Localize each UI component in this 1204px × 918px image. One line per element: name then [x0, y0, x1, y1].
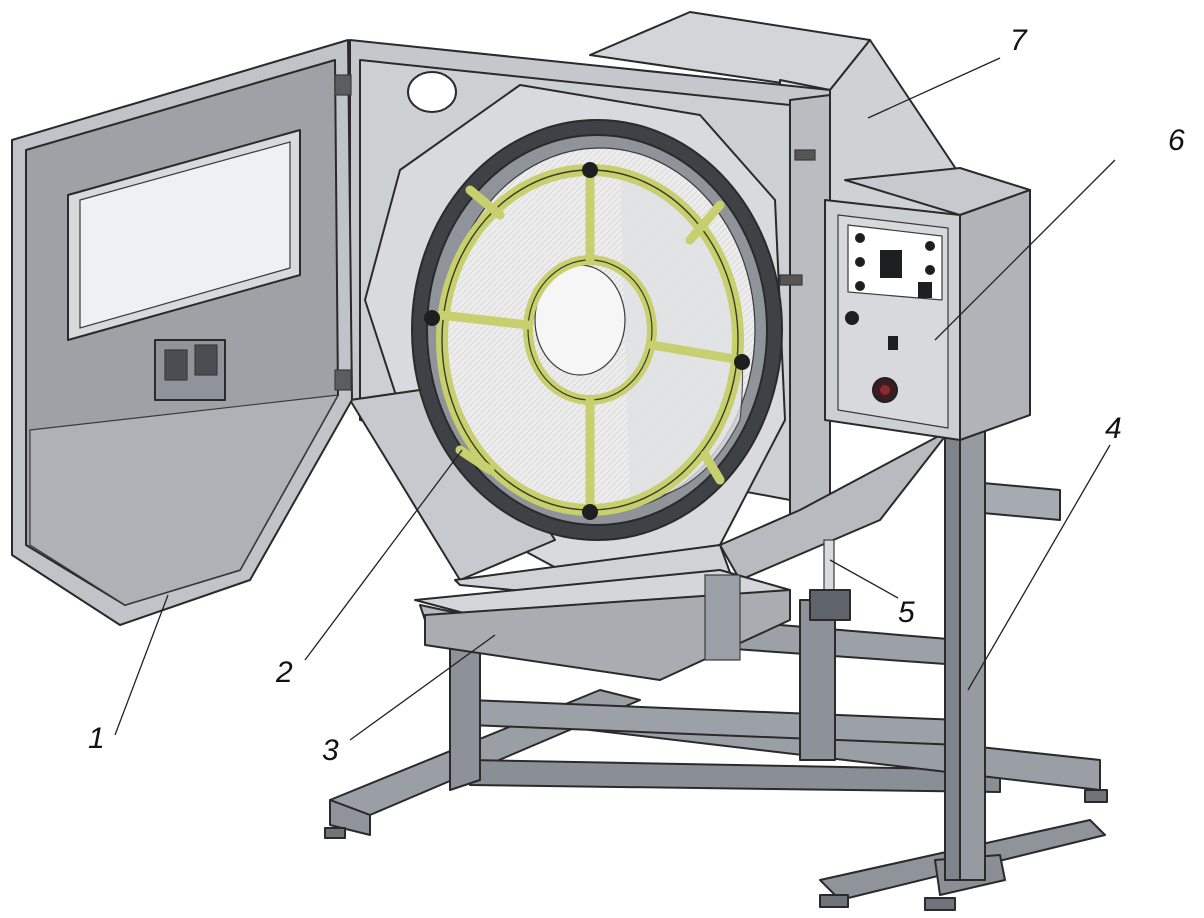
- callout-label-4: 4: [1105, 412, 1122, 445]
- door: [11, 39, 353, 626]
- tray: [414, 569, 791, 681]
- support-frame: [324, 429, 1108, 911]
- leader-4: [967, 444, 1111, 691]
- leader-1: [114, 594, 169, 736]
- control-box: [824, 167, 1031, 441]
- leader-lines: [114, 57, 1116, 741]
- leader-5: [829, 559, 899, 599]
- callout-label-7: 7: [1010, 24, 1028, 57]
- callout-label-2: 2: [275, 656, 293, 689]
- leader-3: [349, 634, 496, 741]
- callout-label-6: 6: [1168, 124, 1185, 157]
- callout-label-5: 5: [898, 596, 915, 629]
- drum: [411, 119, 783, 541]
- callout-label-3: 3: [322, 734, 339, 767]
- strut: [809, 539, 851, 621]
- callout-label-1: 1: [88, 722, 105, 755]
- leader-2: [304, 449, 463, 661]
- leader-7: [867, 57, 1001, 119]
- callout-labels: 1 2 3 4 5 6 7: [88, 24, 1185, 767]
- leader-6: [934, 159, 1116, 341]
